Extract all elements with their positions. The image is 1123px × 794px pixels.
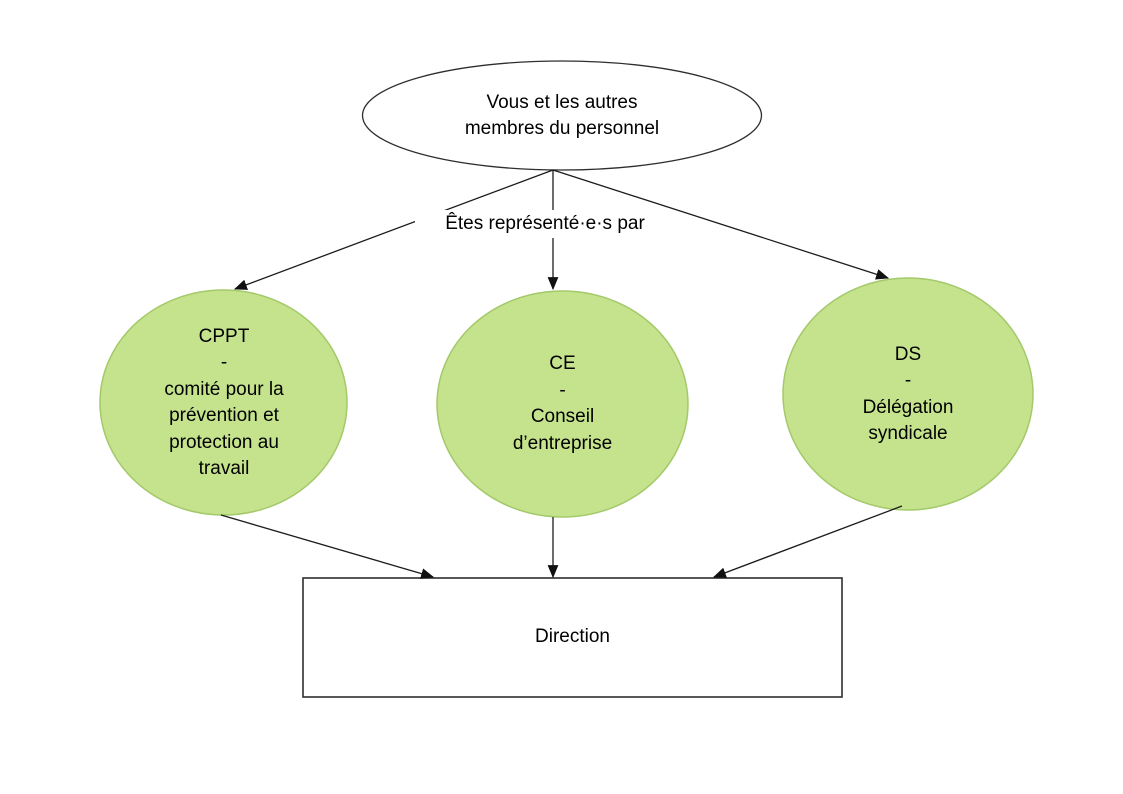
ce-node-label: CE - Conseil d’entreprise (512, 353, 613, 454)
represented-by-edge-label: Êtes représenté·e·s par (415, 210, 675, 238)
personnel-node-label: Vous et les autres membres du personnel (464, 91, 660, 139)
cppt-circle (99, 289, 348, 516)
ds-circle (782, 277, 1034, 511)
ds-node-label: DS - Délégation syndicale (862, 343, 954, 445)
direction-node-label: Direction (535, 626, 610, 648)
direction-rectangle (302, 577, 843, 698)
personnel-ellipse (361, 60, 763, 171)
arrow-ds-to-direction (712, 505, 903, 578)
ce-circle (436, 290, 689, 518)
cppt-node-label: CPPT - comité pour la prévention et prot… (164, 325, 284, 480)
arrow-cppt-to-direction (220, 514, 435, 579)
arrow-personnel-to-ds (552, 169, 890, 280)
arrow-personnel-to-cppt (233, 169, 554, 290)
